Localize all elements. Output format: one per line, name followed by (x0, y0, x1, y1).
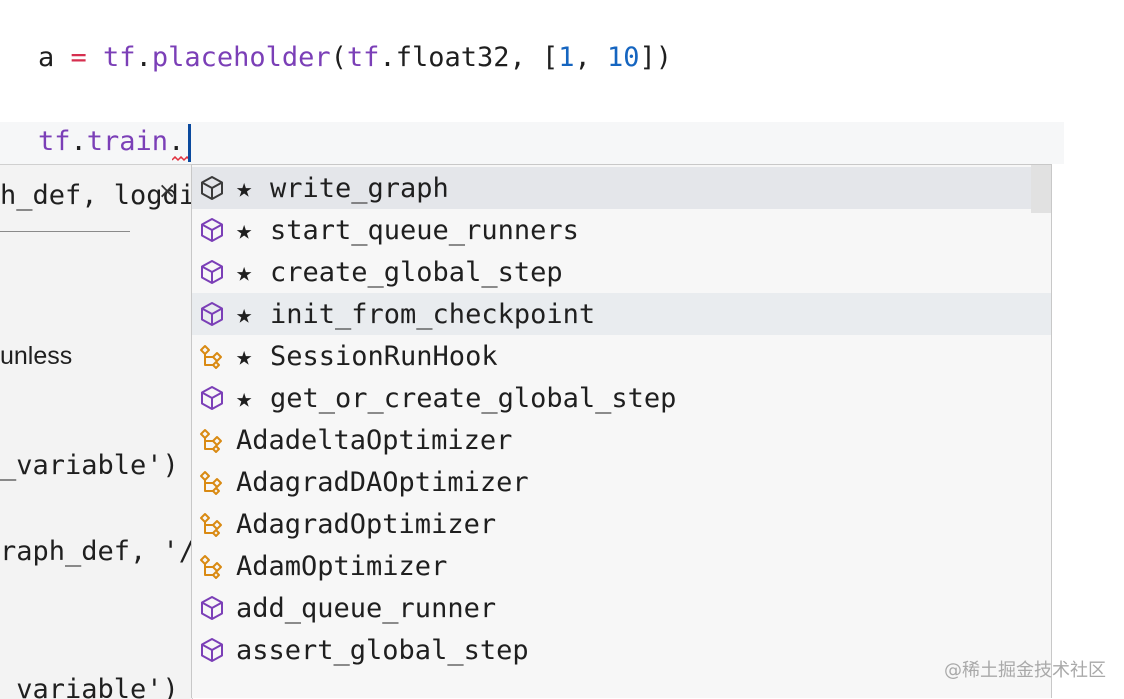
cube-icon (201, 386, 223, 410)
token-argument: float32, [ (395, 42, 559, 73)
star-icon: ★ (236, 340, 253, 372)
suggestion-item[interactable]: AdagradDAOptimizer (192, 461, 1051, 503)
token-dot: . (70, 126, 87, 157)
star-icon: ★ (236, 382, 253, 414)
suggestion-item[interactable]: ★ write_graph (192, 167, 1051, 209)
token-operator: = (54, 42, 104, 73)
suggestion-label: AdamOptimizer (236, 550, 448, 582)
cube-icon (201, 260, 223, 284)
suggestion-label: add_queue_runner (236, 592, 497, 624)
code-line-2[interactable]: tf.train. (38, 124, 184, 160)
suggestion-item[interactable]: AdadeltaOptimizer (192, 419, 1051, 461)
close-icon[interactable]: × (158, 179, 177, 204)
parameter-hint-panel: h_def, logdi × unless _variable') raph_d… (0, 164, 193, 699)
suggestion-label: SessionRunHook (270, 340, 498, 372)
token-variable: a (38, 42, 55, 73)
cube-icon (201, 176, 223, 200)
suggestion-item[interactable]: ★ init_from_checkpoint (192, 293, 1051, 335)
token-number: 1 (558, 42, 575, 73)
hint-doc-code: raph_def, '/ (0, 536, 193, 567)
text-cursor (188, 124, 191, 162)
suggestion-item[interactable]: ★ get_or_create_global_step (192, 377, 1051, 419)
token-paren-close: ]) (639, 42, 673, 73)
watermark: @稀土掘金技术社区 (944, 660, 1106, 681)
suggestion-label: write_graph (270, 172, 449, 204)
token-paren-open: ( (330, 42, 347, 73)
hint-divider (0, 231, 130, 232)
token-module: tf (103, 42, 136, 73)
suggestion-item[interactable]: AdamOptimizer (192, 545, 1051, 587)
cube-icon (201, 638, 223, 662)
suggestion-item[interactable]: AdagradOptimizer (192, 503, 1051, 545)
class-icon (200, 429, 222, 453)
hint-doc-text: unless (0, 342, 73, 370)
hint-signature: h_def, logdi (0, 180, 193, 211)
token-dot: . (135, 42, 152, 73)
suggestion-label: AdagradDAOptimizer (236, 466, 529, 498)
star-icon: ★ (236, 256, 253, 288)
class-icon (200, 345, 222, 369)
token-dot: . (168, 126, 185, 157)
class-icon (200, 471, 222, 495)
token-attribute: train (86, 126, 169, 157)
code-line-1[interactable]: a = tf.placeholder(tf.float32, [1, 10]) (38, 40, 672, 76)
suggestion-label: start_queue_runners (270, 214, 579, 246)
class-icon (200, 555, 222, 579)
suggestion-item[interactable]: ★ create_global_step (192, 251, 1051, 293)
star-icon: ★ (236, 172, 253, 204)
scrollbar-thumb[interactable] (1031, 165, 1051, 213)
suggestion-label: AdadeltaOptimizer (236, 424, 513, 456)
current-line-highlight (0, 122, 1064, 164)
cube-icon (201, 596, 223, 620)
autocomplete-suggest-widget[interactable]: ★ write_graph ★ start_queue_runners ★ cr… (191, 164, 1052, 698)
token-separator: , (574, 42, 608, 73)
suggestion-label: AdagradOptimizer (236, 508, 497, 540)
suggestion-label: init_from_checkpoint (270, 298, 596, 330)
error-squiggle (172, 156, 190, 162)
suggestion-label: assert_global_step (236, 634, 529, 666)
token-function: placeholder (151, 42, 331, 73)
cube-icon (201, 218, 223, 242)
class-icon (200, 513, 222, 537)
hint-doc-code: _variable') (0, 674, 179, 699)
token-number: 10 (607, 42, 640, 73)
suggestion-item[interactable]: ★ SessionRunHook (192, 335, 1051, 377)
token-module: tf (346, 42, 380, 73)
suggestion-list: ★ write_graph ★ start_queue_runners ★ cr… (192, 167, 1051, 671)
suggestion-label: create_global_step (270, 256, 563, 288)
star-icon: ★ (236, 298, 253, 330)
cube-icon (201, 302, 223, 326)
suggestion-label: get_or_create_global_step (270, 382, 677, 414)
suggestion-item[interactable]: assert_global_step (192, 629, 1051, 671)
hint-doc-code: _variable') (0, 450, 179, 481)
token-module: tf (38, 126, 71, 157)
star-icon: ★ (236, 214, 253, 246)
token-dot: . (379, 42, 396, 73)
suggestion-item[interactable]: ★ start_queue_runners (192, 209, 1051, 251)
suggestion-item[interactable]: add_queue_runner (192, 587, 1051, 629)
